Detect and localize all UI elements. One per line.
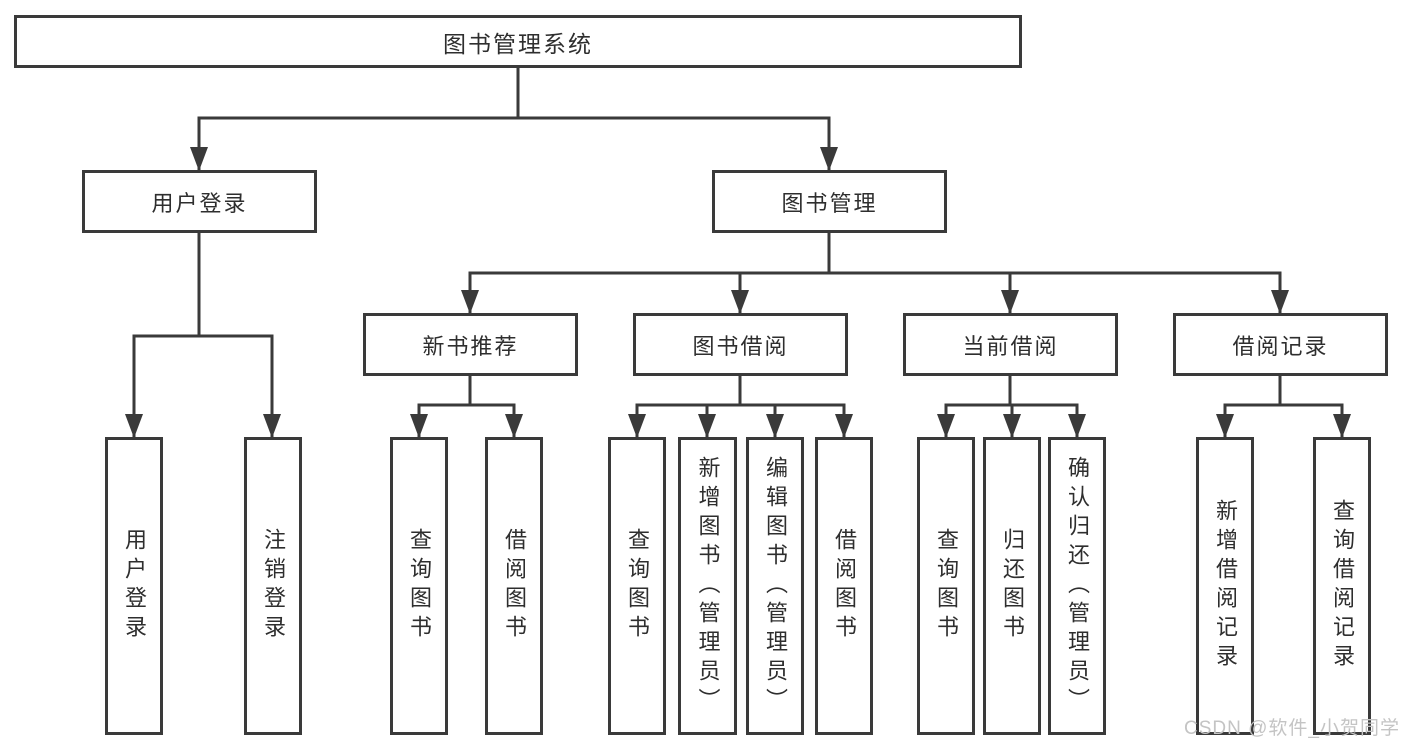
node-label: 用户登录 [151,190,248,216]
leaf-label: 借阅图书 [502,528,527,644]
leaf-add-book-admin: 新增图书（管理员） [678,437,737,735]
node-label: 当前借阅 [962,333,1059,359]
leaf-label: 借阅图书 [832,528,857,644]
node-label: 借阅记录 [1232,333,1329,359]
leaf-return-books: 归还图书 [983,437,1041,735]
leaf-query-books: 查询图书 [390,437,448,735]
node-user-login: 用户登录 [82,170,317,233]
leaf-label: 编辑图书（管理员） [763,455,788,717]
node-book-management: 图书管理 [712,170,947,233]
node-current-borrowing: 当前借阅 [903,313,1118,376]
leaf-label: 新增图书（管理员） [695,455,721,717]
node-label: 图书借阅 [692,333,789,359]
leaf-borrow-books: 借阅图书 [485,437,543,735]
leaf-edit-book-admin: 编辑图书（管理员） [746,437,804,735]
leaf-query-books: 查询图书 [608,437,666,735]
node-label: 图书管理系统 [443,30,593,57]
leaf-add-borrow-record: 新增借阅记录 [1196,437,1254,735]
leaf-label: 确认归还（管理员） [1065,455,1090,717]
node-borrowing-records: 借阅记录 [1173,313,1388,376]
leaf-label: 查询图书 [407,528,432,644]
leaf-label: 注销登录 [261,528,286,644]
leaf-confirm-return-admin: 确认归还（管理员） [1048,437,1106,735]
node-label: 新书推荐 [422,333,519,359]
node-label: 图书管理 [781,190,878,216]
leaf-label: 查询借阅记录 [1330,499,1355,673]
leaf-label: 查询图书 [934,528,959,644]
leaf-logout: 注销登录 [244,437,302,735]
leaf-label: 归还图书 [1000,528,1025,644]
node-library-management-system: 图书管理系统 [14,15,1022,68]
node-new-book-recommend: 新书推荐 [363,313,578,376]
leaf-user-login: 用户登录 [105,437,163,735]
leaf-borrow-books: 借阅图书 [815,437,873,735]
leaf-label: 新增借阅记录 [1213,499,1238,673]
leaf-label: 用户登录 [122,528,147,644]
node-book-borrowing: 图书借阅 [633,313,848,376]
leaf-query-borrow-record: 查询借阅记录 [1313,437,1371,735]
leaf-label: 查询图书 [625,528,650,644]
leaf-query-books: 查询图书 [917,437,975,735]
